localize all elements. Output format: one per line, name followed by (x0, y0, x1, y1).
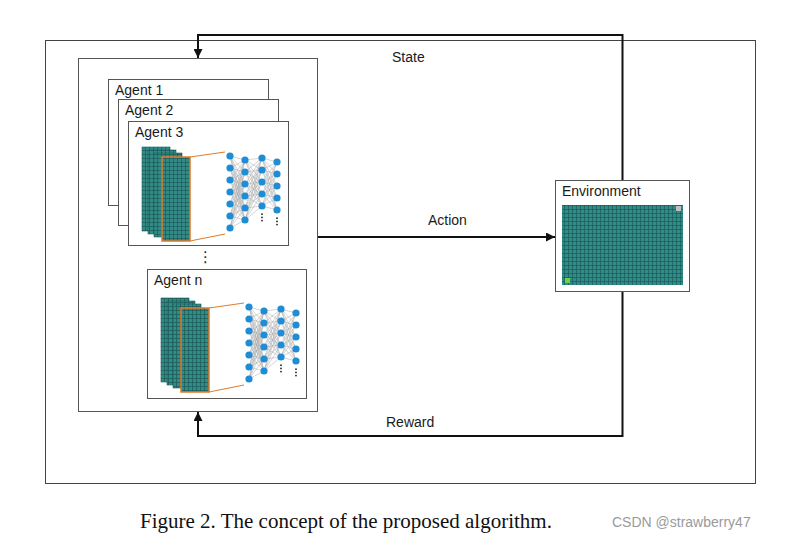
grid-world (562, 205, 683, 285)
cnn-illustration (148, 270, 306, 398)
edge-label: State (390, 49, 427, 65)
ellipsis-dot (280, 371, 282, 373)
net-link (262, 174, 277, 206)
neuron (241, 192, 248, 199)
neuron (258, 154, 265, 161)
goal-cell (676, 206, 681, 211)
ellipsis-dot (276, 217, 278, 219)
net-link (230, 196, 245, 228)
agent-cell (565, 278, 570, 283)
neuron (292, 321, 299, 328)
neuron (292, 357, 299, 364)
ellipsis-dot (261, 217, 263, 219)
node-title: Agent 1 (115, 82, 163, 98)
net-link (245, 182, 262, 220)
ellipsis-dot (295, 372, 297, 374)
ellipsis-dot (280, 368, 282, 370)
neuron (245, 351, 252, 358)
neuron (260, 355, 267, 362)
neuron (226, 200, 233, 207)
feature-map (181, 308, 209, 392)
neuron (273, 158, 280, 165)
vertical-ellipsis: ⋮ (198, 248, 213, 265)
neuron (258, 202, 265, 209)
projection-line (209, 303, 244, 308)
neuron (245, 327, 252, 334)
neuron (258, 190, 265, 197)
ellipsis-dot (261, 220, 263, 222)
ellipsis-dot (276, 224, 278, 226)
node-title: Agent n (154, 272, 202, 288)
ellipsis-dot (295, 368, 297, 370)
net-link (264, 333, 281, 371)
net-link (281, 325, 296, 357)
ellipsis-dot (295, 375, 297, 377)
agent-box: Agent n (147, 269, 307, 399)
projection-line (209, 385, 244, 392)
neuron (241, 180, 248, 187)
neuron (292, 309, 299, 316)
neuron (260, 331, 267, 338)
neuron (226, 152, 233, 159)
neuron (226, 176, 233, 183)
watermark: CSDN @strawberry47 (612, 514, 751, 531)
neuron (245, 375, 252, 382)
projection-line (190, 152, 225, 157)
neuron (241, 168, 248, 175)
neuron (292, 333, 299, 340)
neuron (292, 345, 299, 352)
neuron (241, 204, 248, 211)
edge-label: Action (426, 212, 469, 228)
flow-arrow (318, 236, 555, 238)
ellipsis-dot (276, 221, 278, 223)
node-title: Agent 3 (135, 124, 183, 140)
projection-line (190, 234, 225, 241)
net-link (264, 309, 281, 371)
ellipsis-dot (280, 364, 282, 366)
neuron (245, 315, 252, 322)
node-title: Agent 2 (125, 102, 173, 118)
ellipsis-dot (261, 213, 263, 215)
neuron (245, 303, 252, 310)
agent-group-box: Agent 1 Agent 2 Agent 3 Agent n (78, 58, 318, 412)
neuron (226, 164, 233, 171)
neuron (260, 343, 267, 350)
frame-rect (46, 41, 756, 484)
neuron (258, 178, 265, 185)
figure-caption: Figure 2. The concept of the proposed al… (140, 509, 552, 533)
net-link (245, 158, 262, 220)
agent-box: Agent 3 (128, 121, 289, 246)
neuron (277, 317, 284, 324)
neuron (260, 319, 267, 326)
neuron (273, 170, 280, 177)
neuron (258, 166, 265, 173)
feature-map (162, 157, 190, 241)
neuron (245, 363, 252, 370)
cnn-illustration (129, 122, 288, 245)
environment-box: Environment (555, 180, 690, 292)
neuron (241, 156, 248, 163)
neuron (273, 206, 280, 213)
net-link (249, 347, 264, 379)
neuron (273, 182, 280, 189)
neuron (226, 212, 233, 219)
neuron (241, 216, 248, 223)
neuron (273, 194, 280, 201)
neuron (260, 307, 267, 314)
neuron (277, 341, 284, 348)
neuron (226, 224, 233, 231)
neuron (260, 367, 267, 374)
neuron (277, 353, 284, 360)
neuron (226, 188, 233, 195)
node-title: Environment (562, 183, 641, 199)
neuron (277, 329, 284, 336)
edge-label: Reward (384, 414, 436, 430)
neuron (277, 305, 284, 312)
neuron (245, 339, 252, 346)
